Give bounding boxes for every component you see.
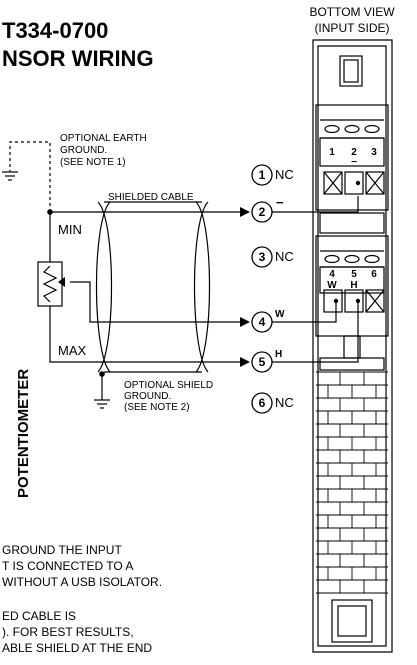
bottom-view-label: BOTTOM VIEW [309, 5, 395, 19]
note-1-line: T IS CONNECTED TO A [2, 559, 133, 573]
potentiometer-label: POTENTIOMETER [15, 369, 32, 498]
block-num: 1 [329, 147, 335, 158]
svg-text:2: 2 [259, 205, 266, 219]
earth-ground-note: OPTIONAL EARTH [60, 133, 147, 144]
earth-ground-icon [2, 171, 18, 181]
shield-ground-note: GROUND. [124, 391, 171, 402]
shielded-cable-label: SHIELDED CABLE [108, 192, 194, 203]
terminal-6: 6 NC [251, 392, 294, 414]
earth-ground-note: GROUND. [60, 145, 107, 156]
wire-arrows [58, 207, 250, 367]
block-num: 2 [351, 147, 357, 158]
wires [9, 141, 359, 400]
block-num: 6 [371, 269, 377, 280]
shield-ground-note: (SEE NOTE 2) [124, 402, 190, 413]
terminal-4: 4 W [251, 309, 285, 333]
input-side-label: (INPUT SIDE) [314, 21, 389, 35]
note-2-line: ). FOR BEST RESULTS, [2, 625, 134, 639]
svg-text:NC: NC [275, 395, 294, 410]
terminal-5: 5 H [251, 349, 282, 373]
note-1-line: GROUND THE INPUT [2, 543, 122, 557]
note-1-line: WITHOUT A USB ISOLATOR. [2, 575, 162, 589]
svg-text:6: 6 [259, 396, 266, 410]
svg-text:5: 5 [259, 355, 266, 369]
block-sub: − [351, 157, 357, 168]
note-2-line: ABLE SHIELD AT THE END [2, 641, 152, 655]
block-num: 3 [371, 147, 377, 158]
module-housing [312, 39, 393, 653]
terminal-block-top-labels: 1 2 3 − [329, 147, 377, 168]
block-num: 5 [351, 269, 357, 280]
terminal-2: 2 − [251, 195, 284, 223]
potentiometer-icon [37, 261, 63, 307]
svg-text:1: 1 [259, 168, 266, 182]
shielded-cable [95, 201, 211, 373]
terminal-3: 3 NC [251, 246, 294, 268]
earth-ground-note: (SEE NOTE 1) [60, 157, 126, 168]
block-num: 4 [329, 269, 335, 280]
svg-text:−: − [276, 195, 284, 210]
max-label: MAX [58, 343, 87, 358]
svg-text:W: W [275, 309, 285, 320]
terminal-block-bottom-labels: 4 5 6 W H [327, 269, 377, 291]
svg-text:NC: NC [275, 249, 294, 264]
svg-text:4: 4 [259, 315, 266, 329]
min-label: MIN [58, 222, 82, 237]
shield-ground-icon [94, 399, 110, 409]
junction-dots [47, 180, 361, 377]
shield-ground-note: OPTIONAL SHIELD [124, 380, 213, 391]
svg-text:3: 3 [259, 250, 266, 264]
title-line-1: T334-0700 [2, 18, 108, 43]
block-sub: W [327, 280, 337, 291]
svg-text:H: H [275, 349, 282, 360]
title-line-2: NSOR WIRING [2, 46, 154, 71]
note-2-line: ED CABLE IS [2, 609, 76, 623]
block-sub: H [350, 280, 357, 291]
svg-text:NC: NC [275, 167, 294, 182]
terminal-1: 1 NC [251, 164, 294, 186]
module-vent-grid [316, 371, 388, 594]
